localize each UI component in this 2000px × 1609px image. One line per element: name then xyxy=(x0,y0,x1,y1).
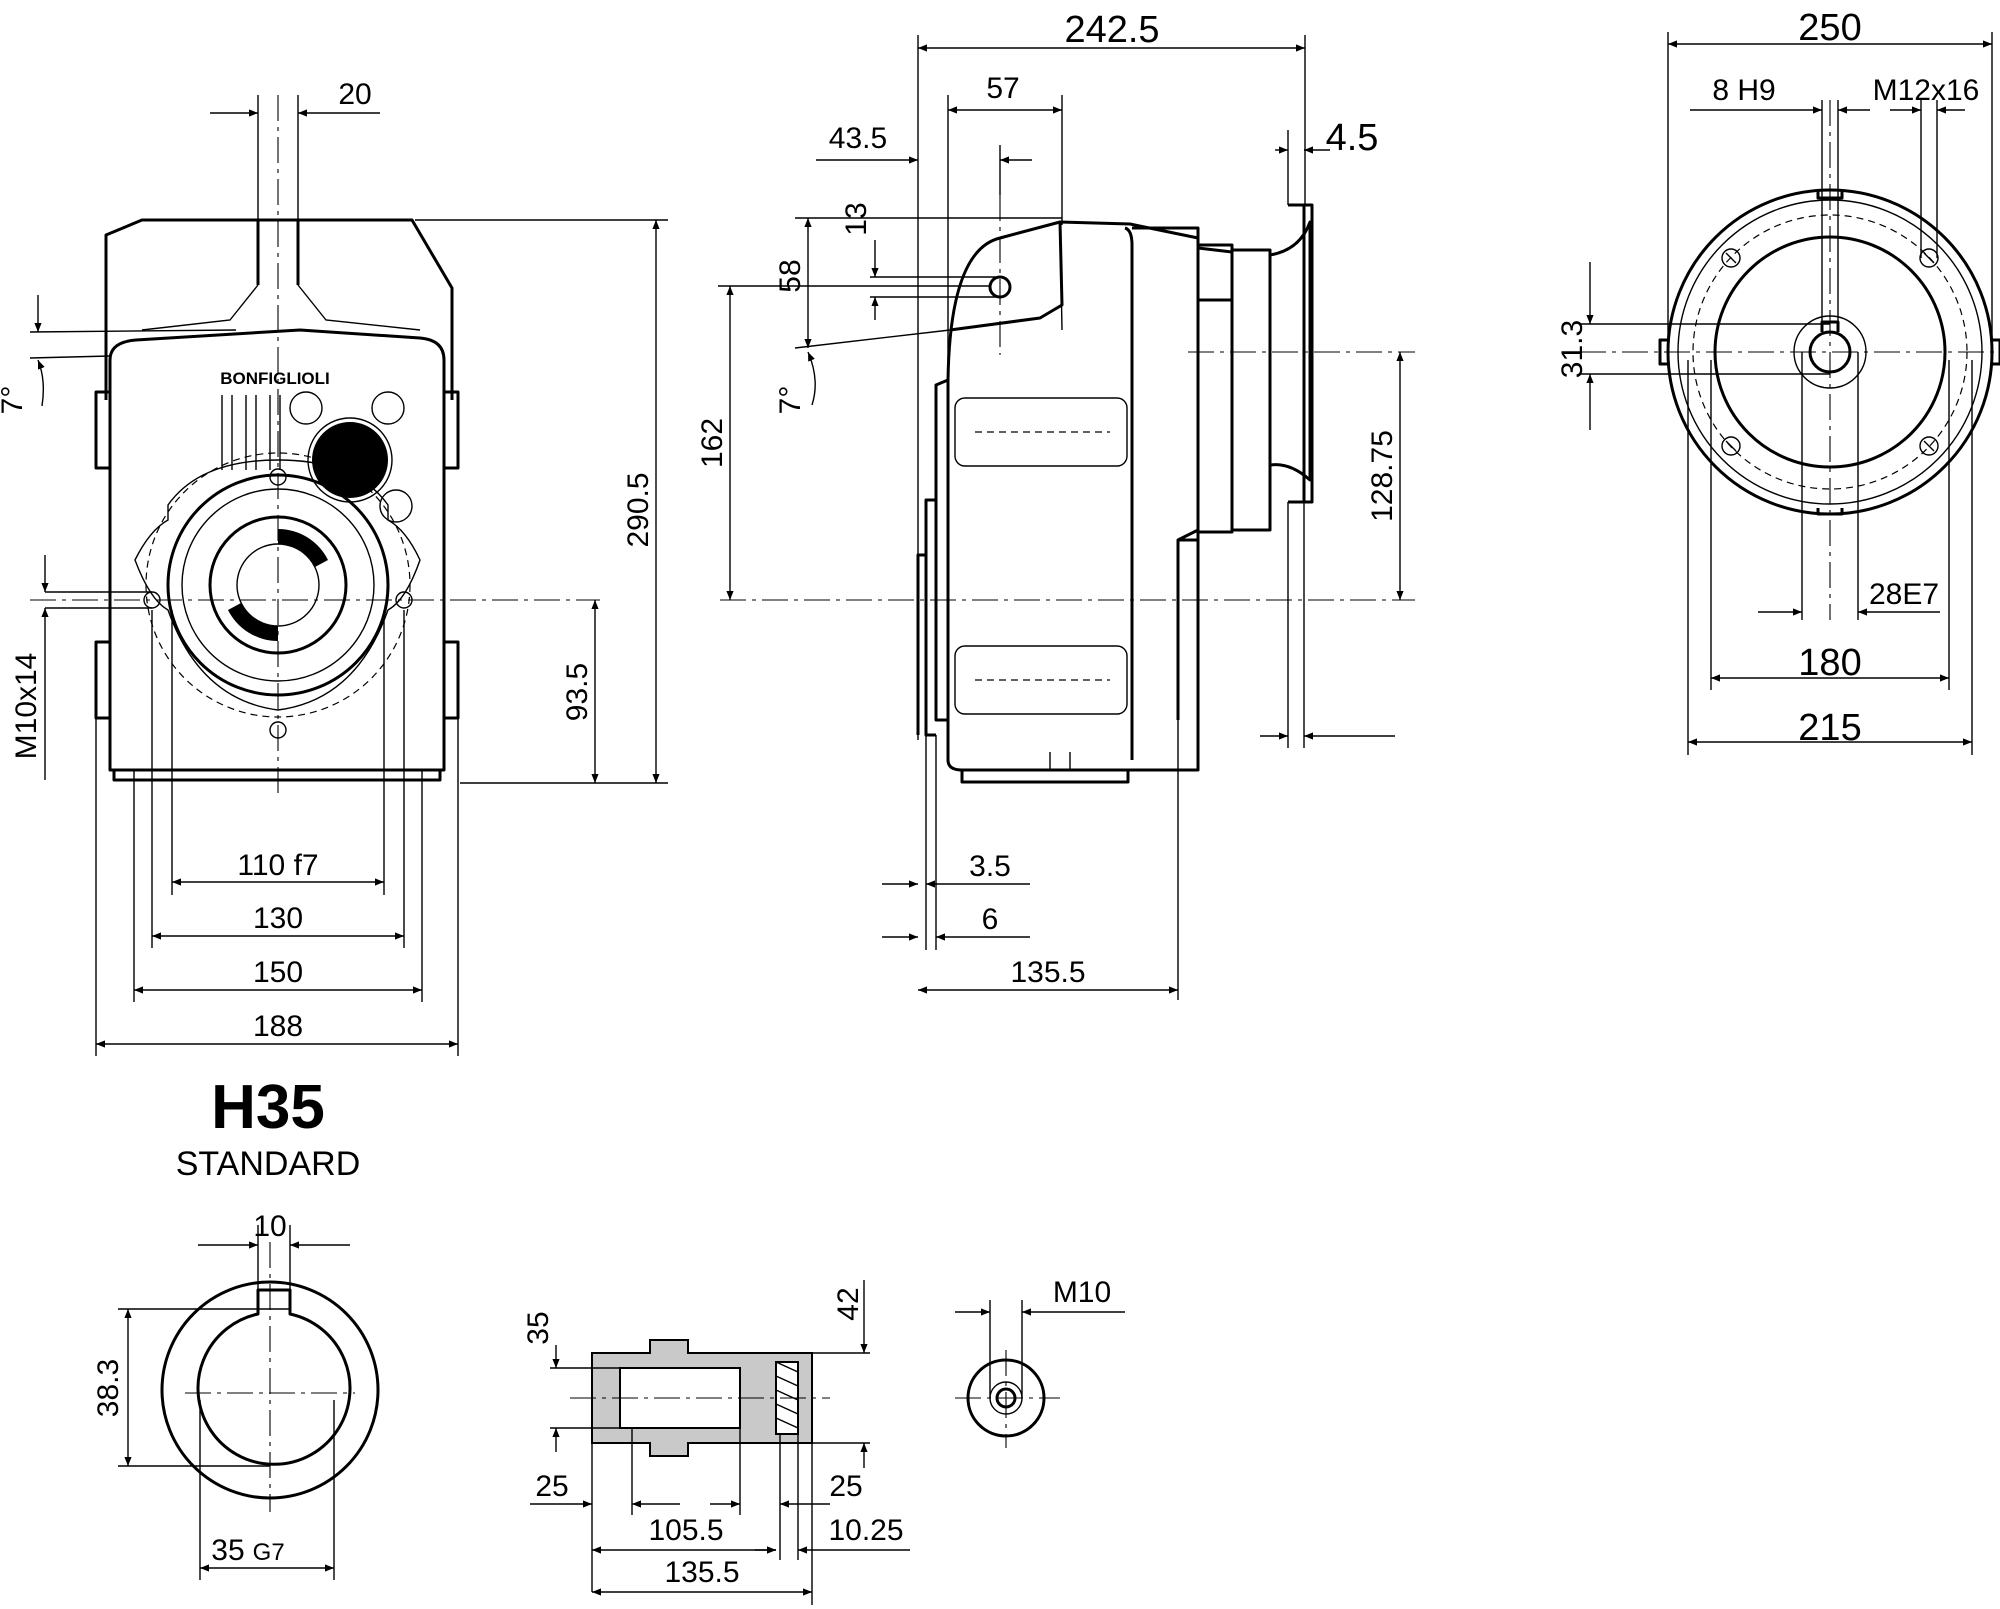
model-variant: STANDARD xyxy=(176,1145,361,1183)
dim-shaft-25b: 25 xyxy=(829,1470,862,1503)
dim-front-key: 20 xyxy=(338,78,371,111)
dim-flange-180: 180 xyxy=(1798,642,1861,684)
dim-flange-key: 8 H9 xyxy=(1712,74,1775,107)
dim-front-shaft-height: 93.5 xyxy=(561,663,594,721)
dim-flange-thread: M12x16 xyxy=(1873,74,1980,107)
dim-side-135: 135.5 xyxy=(1010,956,1085,989)
dim-shaft-105: 105.5 xyxy=(648,1514,723,1547)
dim-front-height: 290.5 xyxy=(622,472,655,547)
shaft-detail: 35 42 25 25 105.5 10.25 135.5 xyxy=(522,1280,910,1605)
bore-detail: 10 38.3 35 G7 xyxy=(92,1210,380,1580)
dim-flange-bore: 28E7 xyxy=(1869,578,1939,611)
thread-detail: M10 xyxy=(955,1276,1125,1448)
dim-flange-250: 250 xyxy=(1798,7,1861,49)
dim-front-130: 130 xyxy=(253,902,303,935)
dim-front-110: 110 f7 xyxy=(237,849,318,882)
dim-side-128: 128.75 xyxy=(1366,430,1399,522)
dim-side-angle: 7° xyxy=(774,386,807,415)
dim-side-6: 6 xyxy=(982,903,999,936)
side-housing xyxy=(916,203,1314,784)
dim-front-150: 150 xyxy=(253,956,303,989)
brand-logo-text: BONFIGLIOLI xyxy=(220,369,330,388)
dim-side-57: 57 xyxy=(986,72,1019,105)
dim-side-3-5: 3.5 xyxy=(969,850,1011,883)
dim-side-242: 242.5 xyxy=(1064,9,1159,51)
dim-bore-height: 38.3 xyxy=(92,1359,125,1417)
dim-shaft-135: 135.5 xyxy=(664,1556,739,1589)
dim-front-188: 188 xyxy=(253,1010,303,1043)
dim-shaft-10: 10.25 xyxy=(828,1514,903,1547)
dim-flange-215: 215 xyxy=(1798,707,1861,749)
dim-side-43: 43.5 xyxy=(829,122,887,155)
dim-side-flange: 4.5 xyxy=(1326,117,1379,159)
dim-side-162: 162 xyxy=(696,418,729,468)
dim-shaft-42: 42 xyxy=(832,1287,865,1320)
dim-shaft-25a: 25 xyxy=(535,1470,568,1503)
flange-view: 250 8 H9 M12x16 31.3 28E7 180 xyxy=(1556,7,2000,755)
dim-bore-diameter: 35 G7 xyxy=(211,1534,284,1567)
dim-thread-m10: M10 xyxy=(1053,1276,1111,1309)
dim-front-thread: M10x14 xyxy=(10,653,43,760)
side-view: 242.5 57 43.5 13 58 162 7° 4.5 xyxy=(696,9,1415,1000)
dim-bore-fit: G7 xyxy=(253,1539,285,1566)
dim-front-angle: 7° xyxy=(0,386,29,415)
dim-bore-key: 10 xyxy=(253,1210,286,1243)
front-view: 20 290.5 93.5 7° M10x14 110 f7 130 150 1 xyxy=(0,78,668,1056)
dim-side-58: 58 xyxy=(774,259,807,292)
dim-bore-35: 35 xyxy=(211,1534,244,1567)
dim-flange-31: 31.3 xyxy=(1556,320,1589,378)
dim-side-13: 13 xyxy=(840,202,873,235)
dim-shaft-35: 35 xyxy=(522,1311,555,1344)
model-name: H35 xyxy=(211,1073,325,1142)
